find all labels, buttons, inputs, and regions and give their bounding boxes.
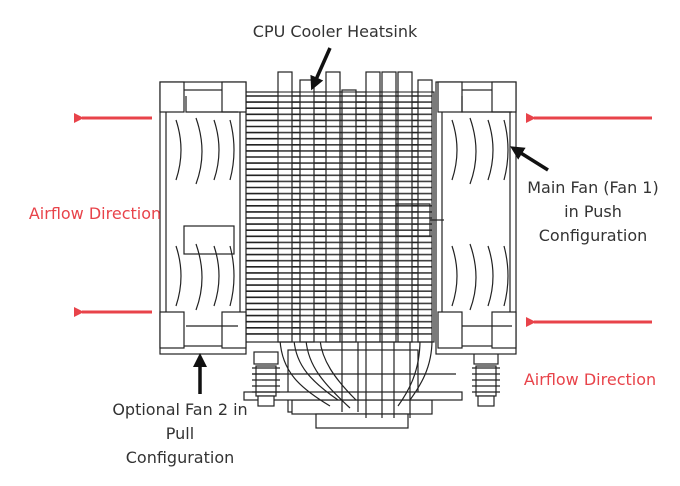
optional-fan-label-line3: Configuration [125, 448, 235, 467]
main-fan-label: Main Fan (Fan 1) in Push Configuration [508, 176, 678, 248]
heatpipe [397, 71, 413, 343]
pointer-main-fan [510, 146, 549, 172]
heatpipe [299, 79, 315, 343]
mounting-base [243, 349, 463, 429]
heatpipe [417, 79, 433, 343]
heatpipe [341, 89, 357, 343]
airflow-label-right: Airflow Direction [523, 370, 657, 389]
heatpipe [365, 71, 381, 343]
main-fan-label-line1: Main Fan (Fan 1) [527, 178, 659, 197]
heatsink [237, 71, 435, 343]
optional-fan-label: Optional Fan 2 in Pull Configuration [70, 398, 290, 470]
airflow-label-left: Airflow Direction [28, 204, 162, 223]
heatpipe [381, 71, 397, 343]
heatpipe-bends [279, 339, 433, 418]
spring-screw-right [472, 351, 500, 407]
heatpipe [277, 71, 293, 343]
main-fan-label-line3: Configuration [538, 226, 648, 245]
main-fan-1 [395, 81, 517, 355]
optional-fan-label-line2: Pull [165, 424, 195, 443]
optional-fan-label-line1: Optional Fan 2 in [112, 400, 248, 419]
heatpipe [325, 71, 341, 343]
main-fan-label-line2: in Push [564, 202, 622, 221]
heatsink-label: CPU Cooler Heatsink [252, 22, 418, 41]
pointer-heatsink [310, 47, 332, 91]
optional-fan-2 [159, 81, 247, 355]
spring-screw-left [252, 351, 280, 407]
